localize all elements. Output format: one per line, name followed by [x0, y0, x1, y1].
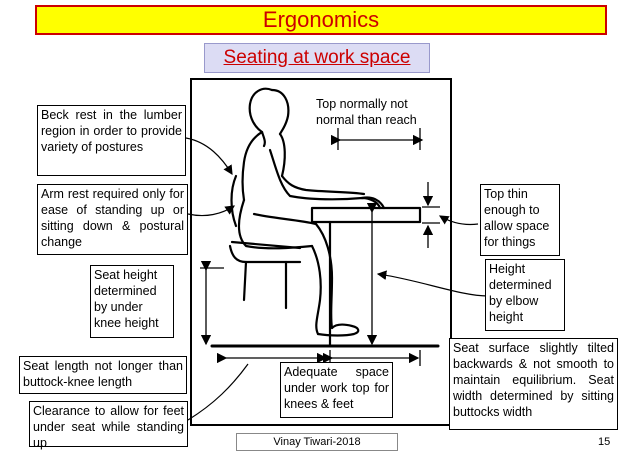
title-banner: Ergonomics: [35, 5, 607, 35]
label-knee-space: Adequate space under work top for knees …: [280, 362, 393, 418]
label-clearance: Clearance to allow for feet under seat w…: [29, 401, 188, 450]
figure-arm: [268, 148, 382, 210]
chair-seat: [230, 240, 302, 250]
label-top-reach: Top normally not normal than reach: [316, 97, 417, 127]
figure-leg: [310, 244, 322, 336]
label-seat-height: Seat height determined by under knee hei…: [90, 265, 174, 338]
label-top-thin: Top thin enough to allow space for thing…: [480, 184, 560, 256]
label-seat-surface: Seat surface slightly tilted backwards &…: [449, 338, 618, 430]
label-seat-length: Seat length not longer than buttock-knee…: [19, 356, 187, 394]
diagram-frame: [190, 78, 452, 426]
subtitle-banner: Seating at work space: [204, 43, 430, 73]
label-back-rest: Beck rest in the lumber region in order …: [37, 105, 186, 176]
figure-head: [248, 87, 274, 148]
label-height-elbow: Height determined by elbow height: [485, 259, 565, 331]
label-arm-rest: Arm rest required only for ease of stand…: [37, 184, 188, 255]
page-number: 15: [598, 436, 611, 448]
figure-back: [241, 130, 264, 202]
page-title: Ergonomics: [262, 7, 380, 32]
figure-thigh: [237, 198, 314, 250]
work-top: [310, 206, 422, 224]
footer-author: Vinay Tiwari-2018: [236, 433, 398, 451]
chair-legs: [242, 260, 288, 310]
page-subtitle: Seating at work space: [223, 47, 411, 68]
back-rest: [230, 174, 238, 228]
